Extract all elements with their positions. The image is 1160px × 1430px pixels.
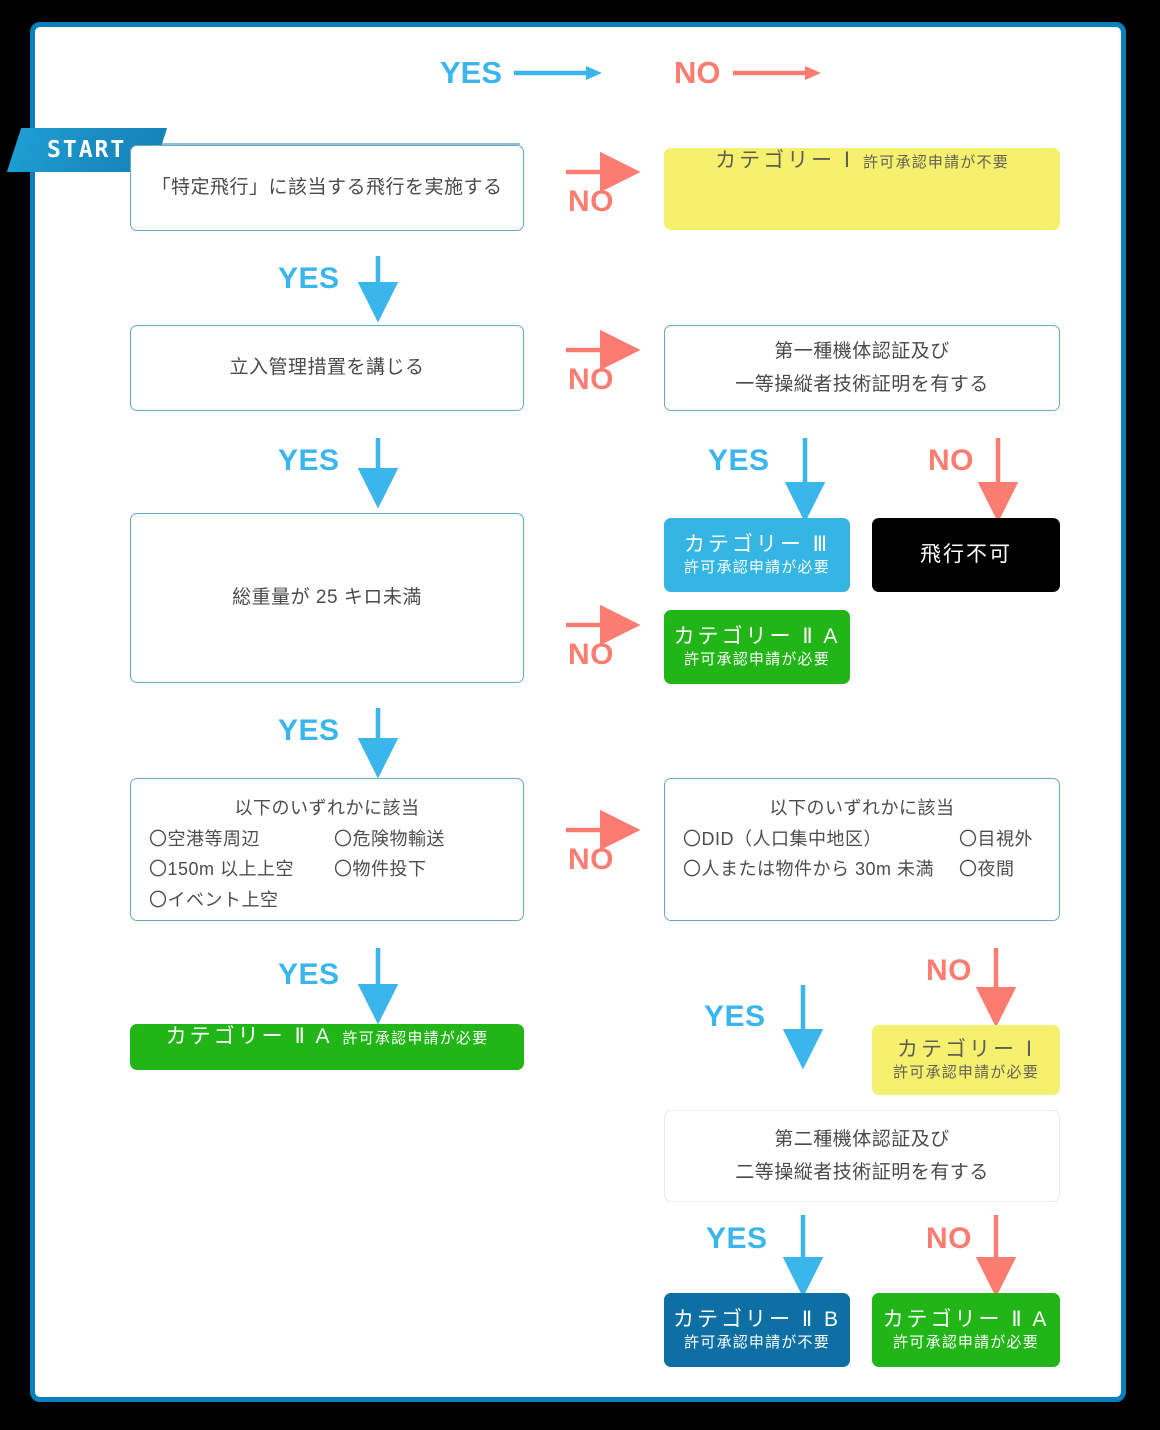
left-condition-item: 〇イベント上空 <box>149 889 279 910</box>
edge-label-type1-no: NO <box>928 444 974 477</box>
result-category-2a-bottom[interactable]: カテゴリー Ⅱ A 許可承認申請が必要 <box>872 1293 1060 1367</box>
result-category-1-top[interactable]: カテゴリー Ⅰ 許可承認申請が不要 <box>664 148 1060 230</box>
right-conditions-column-1: 〇DID（人口集中地区） 〇人または物件から 30m 未満 <box>683 824 959 884</box>
question-type1-certification-line1: 第一種機体認証及び <box>774 340 950 362</box>
result-category-3-title: カテゴリー Ⅲ <box>683 533 831 557</box>
legend-item-yes: YES <box>440 55 604 91</box>
question-type2-certification[interactable]: 第二種機体認証及び 二等操縦者技術証明を有する <box>664 1110 1060 1202</box>
edge-label-type2-no: NO <box>926 1222 972 1255</box>
question-type2-certification-line1: 第二種機体認証及び <box>774 1128 950 1150</box>
result-category-2a-weight[interactable]: カテゴリー Ⅱ A 許可承認申請が必要 <box>664 610 850 684</box>
question-left-conditions[interactable]: 以下のいずれかに該当 〇空港等周辺 〇150m 以上上空 〇イベント上空 〇危険… <box>130 778 524 921</box>
edge-label-specific-no: NO <box>568 185 614 218</box>
result-category-1-bottom-note: 許可承認申請が必要 <box>893 1064 1039 1082</box>
question-entry-control[interactable]: 立入管理措置を講じる <box>130 325 524 411</box>
edge-label-specific-yes: YES <box>278 262 340 295</box>
result-category-1-bottom[interactable]: カテゴリー Ⅰ 許可承認申請が必要 <box>872 1025 1060 1095</box>
start-badge-label: START <box>47 137 127 163</box>
result-category-2a-weight-title: カテゴリー Ⅱ A <box>673 625 841 649</box>
result-category-1-top-title: カテゴリー Ⅰ <box>715 149 854 172</box>
result-category-2a-left[interactable]: カテゴリー Ⅱ A 許可承認申請が必要 <box>130 1024 524 1070</box>
right-condition-item: 〇夜間 <box>959 859 1015 880</box>
result-no-flight[interactable]: 飛行不可 <box>872 518 1060 592</box>
right-conditions-heading: 以下のいずれかに該当 <box>769 798 955 818</box>
question-type1-certification[interactable]: 第一種機体認証及び 一等操縦者技術証明を有する <box>664 325 1060 411</box>
arrow-right-icon <box>514 66 603 80</box>
result-no-flight-title: 飛行不可 <box>920 542 1012 566</box>
edge-label-rightcond-yes: YES <box>704 1000 766 1033</box>
edge-label-entry-no: NO <box>568 363 614 396</box>
legend-item-no: NO <box>674 55 823 91</box>
left-condition-item: 〇危険物輸送 <box>334 829 445 850</box>
result-category-2a-left-title: カテゴリー Ⅱ A <box>165 1025 333 1048</box>
left-condition-item: 〇物件投下 <box>334 859 427 880</box>
right-condition-item: 〇人または物件から 30m 未満 <box>683 859 935 880</box>
edge-label-type2-yes: YES <box>706 1222 768 1255</box>
question-specific-flight[interactable]: 「特定飛行」に該当する飛行を実施する <box>130 145 524 231</box>
edge-label-weight-yes: YES <box>278 714 340 747</box>
result-category-1-bottom-title: カテゴリー Ⅰ <box>896 1038 1036 1062</box>
edge-label-type1-yes: YES <box>708 444 770 477</box>
result-category-2b-title: カテゴリー Ⅱ B <box>672 1308 841 1332</box>
right-condition-item: 〇目視外 <box>959 829 1033 850</box>
edge-label-leftcond-yes: YES <box>278 958 340 991</box>
result-category-3[interactable]: カテゴリー Ⅲ 許可承認申請が必要 <box>664 518 850 592</box>
right-condition-item: 〇DID（人口集中地区） <box>683 829 882 850</box>
legend-yes-label: YES <box>440 55 503 90</box>
result-category-2b-note: 許可承認申請が不要 <box>684 1334 830 1352</box>
result-category-2b[interactable]: カテゴリー Ⅱ B 許可承認申請が不要 <box>664 1293 850 1367</box>
left-conditions-heading: 以下のいずれかに該当 <box>234 798 420 818</box>
question-specific-flight-text: 「特定飛行」に該当する飛行を実施する <box>151 177 503 199</box>
arrow-right-icon <box>732 66 821 80</box>
question-right-conditions[interactable]: 以下のいずれかに該当 〇DID（人口集中地区） 〇人または物件から 30m 未満… <box>664 778 1060 921</box>
result-category-2a-bottom-note: 許可承認申請が必要 <box>893 1334 1039 1352</box>
question-total-weight[interactable]: 総重量が 25 キロ未満 <box>130 513 524 683</box>
right-conditions-column-2: 〇目視外 〇夜間 <box>959 824 1033 884</box>
left-conditions-column-2: 〇危険物輸送 〇物件投下 <box>334 824 445 915</box>
edge-label-entry-yes: YES <box>278 444 340 477</box>
legend-no-label: NO <box>674 55 721 90</box>
result-category-2a-weight-note: 許可承認申請が必要 <box>684 651 830 669</box>
edge-label-leftcond-no: NO <box>568 843 614 876</box>
question-entry-control-text: 立入管理措置を講じる <box>229 357 425 379</box>
left-condition-item: 〇空港等周辺 <box>149 829 260 850</box>
result-category-2a-bottom-title: カテゴリー Ⅱ A <box>882 1308 1050 1332</box>
left-condition-item: 〇150m 以上上空 <box>149 859 295 880</box>
edge-label-rightcond-no: NO <box>926 954 972 987</box>
left-conditions-column-1: 〇空港等周辺 〇150m 以上上空 〇イベント上空 <box>149 824 334 915</box>
question-type1-certification-line2: 一等操縦者技術証明を有する <box>735 374 989 395</box>
question-type2-certification-line2: 二等操縦者技術証明を有する <box>735 1162 989 1183</box>
edge-label-weight-no: NO <box>568 638 614 671</box>
result-category-2a-left-note: 許可承認申請が必要 <box>342 1030 489 1047</box>
question-total-weight-text: 総重量が 25 キロ未満 <box>232 587 422 609</box>
result-category-1-top-note: 許可承認申請が不要 <box>863 154 1009 171</box>
result-category-3-note: 許可承認申請が必要 <box>684 559 830 577</box>
legend: YES NO <box>440 55 823 91</box>
